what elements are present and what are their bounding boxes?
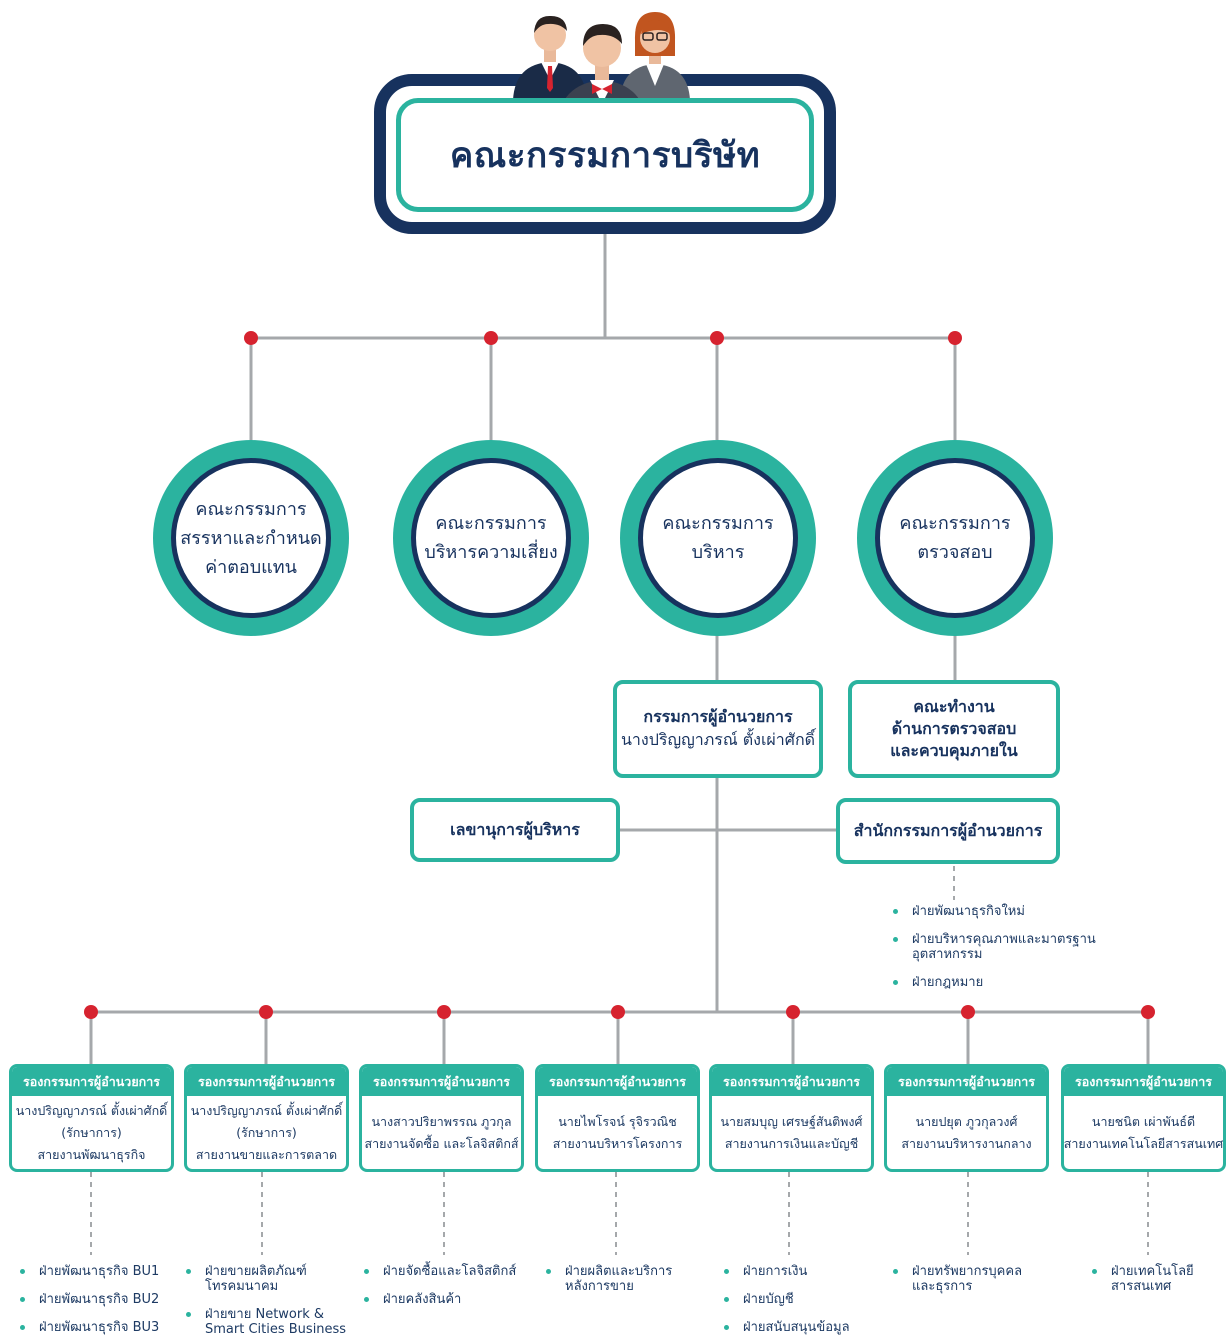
deputy-division: สายงานขายและการตลาด xyxy=(195,1146,338,1162)
division-unit-list: ฝ่ายจัดซื้อและโลจิสติกส์ ฝ่ายคลังสินค้า xyxy=(361,1264,533,1320)
list-item: ฝ่ายการเงิน xyxy=(721,1264,871,1279)
deputy-header: รองกรรมการผู้อำนวยการ xyxy=(187,1067,346,1096)
ceo-title: กรรมการผู้อำนวยการ xyxy=(643,707,793,726)
deputy-card: รองกรรมการผู้อำนวยการ นายไพโรจน์ รุจิรวณ… xyxy=(535,1064,700,1172)
ceo-office-label: สำนักกรรมการผู้อำนวยการ xyxy=(853,821,1043,840)
list-item: ฝ่ายกฎหมาย xyxy=(890,975,1130,990)
deputy-card: รองกรรมการผู้อำนวยการ นายชนิต เผ่าพันธ์ด… xyxy=(1061,1064,1226,1172)
deputy-name: นางสาวปริยาพรรณ ภูวกุล xyxy=(371,1113,512,1129)
deputy-name: นางปริญญาภรณ์ ตั้งเผ่าศักดิ์ xyxy=(190,1102,343,1118)
committee-circle-inner: คณะกรรมการ บริหาร xyxy=(638,458,798,618)
committee-circle-inner: คณะกรรมการ บริหารความเสี่ยง xyxy=(411,458,571,618)
deputy-division: สายงานพัฒนาธุรกิจ xyxy=(37,1146,146,1162)
junction-dot xyxy=(1141,1005,1155,1019)
deputy-header: รองกรรมการผู้อำนวยการ xyxy=(887,1067,1046,1096)
committee-circle-inner: คณะกรรมการ สรรหาและกำหนด ค่าตอบแทน xyxy=(171,458,331,618)
division-unit-list: ฝ่ายการเงิน ฝ่ายบัญชี ฝ่ายสนับสนุนข้อมูล xyxy=(721,1264,871,1341)
deputy-division: สายงานเทคโนโลยีสารสนเทศ xyxy=(1063,1135,1224,1151)
junction-dot xyxy=(961,1005,975,1019)
audit-workgroup-label: คณะทำงาน ด้านการตรวจสอบ และควบคุมภายใน xyxy=(890,697,1018,760)
deputy-body: นายชนิต เผ่าพันธ์ดี สายงานเทคโนโลยีสารสน… xyxy=(1064,1096,1223,1169)
list-item: ฝ่ายบัญชี xyxy=(721,1292,871,1307)
deputy-body: นางปริญญาภรณ์ ตั้งเผ่าศักดิ์ (รักษาการ) … xyxy=(187,1096,346,1169)
deputy-body: นายไพโรจน์ รุจิรวณิช สายงานบริหารโครงการ xyxy=(538,1096,697,1169)
deputy-card: รองกรรมการผู้อำนวยการ นายปยุต ภูวกุลวงศ์… xyxy=(884,1064,1049,1172)
list-item: ฝ่ายทรัพยากรบุคคล และธุรการ xyxy=(890,1264,1050,1294)
list-item: ฝ่ายขายผลิตภัณฑ์ โทรคมนาคม xyxy=(183,1264,355,1294)
list-item: ฝ่ายบริหารคุณภาพและมาตรฐาน อุตสาหกรรม xyxy=(890,932,1130,962)
deputy-name: นายปยุต ภูวกุลวงศ์ xyxy=(915,1113,1018,1129)
list-item: ฝ่ายสนับสนุนข้อมูล xyxy=(721,1320,871,1335)
deputy-card: รองกรรมการผู้อำนวยการ นางปริญญาภรณ์ ตั้ง… xyxy=(184,1064,349,1172)
executive-committee: คณะกรรมการ บริหาร xyxy=(620,440,816,636)
junction-dot xyxy=(710,331,724,345)
committee-label: คณะกรรมการ สรรหาและกำหนด ค่าตอบแทน xyxy=(180,498,322,578)
deputy-name: นางปริญญาภรณ์ ตั้งเผ่าศักดิ์ xyxy=(15,1102,168,1118)
division-unit-list: ฝ่ายพัฒนาธุรกิจ BU1 ฝ่ายพัฒนาธุรกิจ BU2 … xyxy=(17,1264,182,1341)
deputy-status: (รักษาการ) xyxy=(61,1124,122,1140)
junction-dot xyxy=(948,331,962,345)
committee-circle-inner: คณะกรรมการ ตรวจสอบ xyxy=(875,458,1035,618)
deputy-card: รองกรรมการผู้อำนวยการ นางปริญญาภรณ์ ตั้ง… xyxy=(9,1064,174,1172)
list-item: ฝ่ายพัฒนาธุรกิจ BU2 xyxy=(17,1292,182,1307)
list-item: ฝ่ายผลิตและบริการ หลังการขาย xyxy=(543,1264,703,1294)
junction-dot xyxy=(244,331,258,345)
deputy-status: (รักษาการ) xyxy=(236,1124,297,1140)
deputy-header: รองกรรมการผู้อำนวยการ xyxy=(538,1067,697,1096)
ceo-office-box: สำนักกรรมการผู้อำนวยการ xyxy=(836,798,1060,864)
deputy-body: นายปยุต ภูวกุลวงศ์ สายงานบริหารงานกลาง xyxy=(887,1096,1046,1169)
deputy-name: นายไพโรจน์ รุจิรวณิช xyxy=(558,1113,677,1129)
ceo-name: นางปริญญาภรณ์ ตั้งเผ่าศักดิ์ xyxy=(620,730,816,749)
executive-secretary-box: เลขานุการผู้บริหาร xyxy=(410,798,620,862)
deputy-division: สายงานบริหารงานกลาง xyxy=(901,1135,1032,1151)
deputy-division: สายงานจัดซื้อ และโลจิสติกส์ xyxy=(364,1135,519,1151)
junction-dot xyxy=(611,1005,625,1019)
division-unit-list: ฝ่ายเทคโนโลยี สารสนเทศ xyxy=(1089,1264,1229,1307)
committee-label: คณะกรรมการ ตรวจสอบ xyxy=(899,513,1011,563)
division-unit-list: ฝ่ายผลิตและบริการ หลังการขาย xyxy=(543,1264,703,1307)
junction-dot xyxy=(84,1005,98,1019)
deputy-header: รองกรรมการผู้อำนวยการ xyxy=(1064,1067,1223,1096)
audit-committee: คณะกรรมการ ตรวจสอบ xyxy=(857,440,1053,636)
ceo-box: กรรมการผู้อำนวยการ นางปริญญาภรณ์ ตั้งเผ่… xyxy=(613,680,823,778)
deputy-name: นายสมบุญ เศรษฐ์สันติพงศ์ xyxy=(720,1113,863,1129)
list-item: ฝ่ายพัฒนาธุรกิจใหม่ xyxy=(890,904,1130,919)
secretary-label: เลขานุการผู้บริหาร xyxy=(450,820,580,839)
list-item: ฝ่ายพัฒนาธุรกิจ BU3 xyxy=(17,1320,182,1335)
list-item: ฝ่ายพัฒนาธุรกิจ BU1 xyxy=(17,1264,182,1279)
deputy-division: สายงานบริหารโครงการ xyxy=(552,1135,683,1151)
nomination-remuneration-committee: คณะกรรมการ สรรหาและกำหนด ค่าตอบแทน xyxy=(153,440,349,636)
deputy-body: นางปริญญาภรณ์ ตั้งเผ่าศักดิ์ (รักษาการ) … xyxy=(12,1096,171,1169)
division-unit-list: ฝ่ายทรัพยากรบุคคล และธุรการ xyxy=(890,1264,1050,1307)
list-item: ฝ่ายจัดซื้อและโลจิสติกส์ xyxy=(361,1264,533,1279)
risk-management-committee: คณะกรรมการ บริหารความเสี่ยง xyxy=(393,440,589,636)
deputy-division: สายงานการเงินและบัญชี xyxy=(724,1135,859,1151)
committee-label: คณะกรรมการ บริหาร xyxy=(662,513,774,563)
deputy-card: รองกรรมการผู้อำนวยการ นายสมบุญ เศรษฐ์สัน… xyxy=(709,1064,874,1172)
deputy-header: รองกรรมการผู้อำนวยการ xyxy=(12,1067,171,1096)
deputy-name: นายชนิต เผ่าพันธ์ดี xyxy=(1091,1113,1196,1129)
audit-workgroup-box: คณะทำงาน ด้านการตรวจสอบ และควบคุมภายใน xyxy=(848,680,1060,778)
junction-dot xyxy=(437,1005,451,1019)
list-item: ฝ่ายเทคโนโลยี สารสนเทศ xyxy=(1089,1264,1229,1294)
division-unit-list: ฝ่ายขายผลิตภัณฑ์ โทรคมนาคม ฝ่ายขาย Netwo… xyxy=(183,1264,355,1341)
board-box: คณะกรรมการบริษัท xyxy=(396,98,814,212)
list-item: ฝ่ายขาย Network & Smart Cities Business xyxy=(183,1307,355,1337)
junction-dot xyxy=(484,331,498,345)
board-title: คณะกรรมการบริษัท xyxy=(449,135,761,176)
ceo-office-unit-list: ฝ่ายพัฒนาธุรกิจใหม่ ฝ่ายบริหารคุณภาพและม… xyxy=(890,904,1130,1003)
committee-label: คณะกรรมการ บริหารความเสี่ยง xyxy=(424,513,558,563)
junction-dot xyxy=(259,1005,273,1019)
deputy-card: รองกรรมการผู้อำนวยการ นางสาวปริยาพรรณ ภู… xyxy=(359,1064,524,1172)
deputy-header: รองกรรมการผู้อำนวยการ xyxy=(362,1067,521,1096)
deputy-header: รองกรรมการผู้อำนวยการ xyxy=(712,1067,871,1096)
deputy-body: นายสมบุญ เศรษฐ์สันติพงศ์ สายงานการเงินแล… xyxy=(712,1096,871,1169)
junction-dot xyxy=(786,1005,800,1019)
list-item: ฝ่ายคลังสินค้า xyxy=(361,1292,533,1307)
deputy-body: นางสาวปริยาพรรณ ภูวกุล สายงานจัดซื้อ และ… xyxy=(362,1096,521,1169)
